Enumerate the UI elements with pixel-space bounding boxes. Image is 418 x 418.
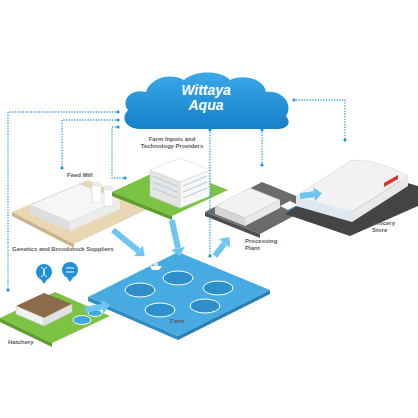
node-label: Grocery Store	[372, 220, 408, 234]
office-windows	[153, 176, 207, 198]
node-label: Feed Mill	[67, 172, 93, 179]
fish-pen	[163, 271, 193, 285]
flow-arrow	[300, 187, 322, 201]
line-end-dot	[343, 138, 346, 141]
plant-wall	[215, 206, 245, 226]
flow-arrow	[85, 300, 110, 314]
arrow-head	[313, 187, 322, 201]
farm-water-side	[178, 290, 270, 340]
silo	[104, 188, 113, 206]
hatchery-wall	[44, 304, 72, 326]
dotted-line	[209, 130, 210, 256]
fish-pen	[203, 281, 233, 295]
line-end-dot	[260, 163, 263, 166]
line-end-dot	[6, 288, 9, 291]
feed-mill-wall	[30, 205, 70, 231]
processing-node: Processing Plant	[215, 165, 300, 237]
silo-top	[92, 182, 101, 186]
dna-icon	[36, 264, 52, 280]
boat	[150, 266, 162, 270]
arrow-head	[101, 300, 110, 314]
grocery-node: Grocery Store	[322, 140, 418, 235]
farm-illustration	[88, 252, 270, 340]
line-end-dot	[116, 125, 119, 128]
fish-pen	[145, 303, 175, 317]
feed-mill-node: Feed Mill	[15, 168, 135, 230]
logo-text: Wittaya Aqua	[168, 83, 244, 113]
dna-symbol	[41, 267, 47, 277]
farm-water	[88, 252, 270, 336]
silo	[92, 184, 101, 202]
fish-pen	[125, 283, 155, 297]
store-front	[296, 196, 352, 222]
dotted-line	[112, 127, 125, 178]
hatchery-wall	[16, 306, 44, 326]
platform-cloud: Wittaya Aqua	[118, 72, 294, 130]
data-link	[6, 110, 119, 291]
boat-cabin	[154, 263, 158, 266]
supplier-node: Genetics and Broodstock Suppliers	[12, 246, 114, 280]
arrow-shaft	[113, 230, 139, 251]
flow-arrow	[171, 220, 185, 256]
data-link	[292, 98, 346, 141]
store-sign	[384, 175, 398, 187]
node-label: Farm	[170, 318, 210, 325]
provider-building: Farm Inputs and Technology Providers	[125, 136, 200, 220]
node-label: Genetics and Broodstock Suppliers	[12, 246, 122, 253]
node-label: Processing Plant	[245, 238, 285, 252]
genetics-icons	[36, 262, 78, 284]
line-end-dot	[123, 176, 126, 179]
fish-symbol	[66, 268, 74, 272]
cloud-outline	[124, 73, 288, 130]
dotted-line	[8, 112, 118, 290]
data-link	[260, 128, 263, 166]
data-link	[208, 128, 211, 257]
arrow-shaft	[85, 307, 102, 310]
arrow-shaft	[300, 194, 314, 196]
flow-arrow	[215, 237, 230, 256]
line-end-dot	[116, 110, 119, 113]
arrow-shaft	[172, 220, 178, 248]
silo-top	[104, 186, 113, 190]
arrow-head	[134, 246, 145, 257]
flow-arrow	[113, 230, 145, 256]
arrow-shaft	[215, 243, 225, 256]
arrow-head	[219, 237, 230, 248]
node-label: Farm Inputs and Technology Providers	[137, 136, 207, 150]
dotted-line	[294, 100, 345, 140]
line-end-dot	[116, 118, 119, 121]
data-link	[112, 125, 127, 179]
fish-pen	[190, 299, 220, 313]
plant-wall	[245, 200, 280, 226]
dotted-line	[62, 120, 118, 168]
farm-water-side	[88, 297, 178, 340]
dotted-line	[261, 130, 262, 165]
node-label: Hatchery	[8, 339, 68, 346]
store-side	[352, 176, 408, 222]
hatchery-tank	[73, 316, 91, 325]
grocery-store-illustration	[285, 160, 418, 236]
fish-icon	[62, 262, 78, 278]
farm-node: Farm	[110, 256, 265, 326]
hatchery-node: Hatchery	[0, 290, 85, 345]
arrow-head	[171, 247, 185, 256]
line-end-dot	[292, 98, 295, 101]
line-end-dot	[60, 166, 63, 169]
line-end-dot	[208, 254, 211, 257]
data-link	[60, 118, 119, 169]
